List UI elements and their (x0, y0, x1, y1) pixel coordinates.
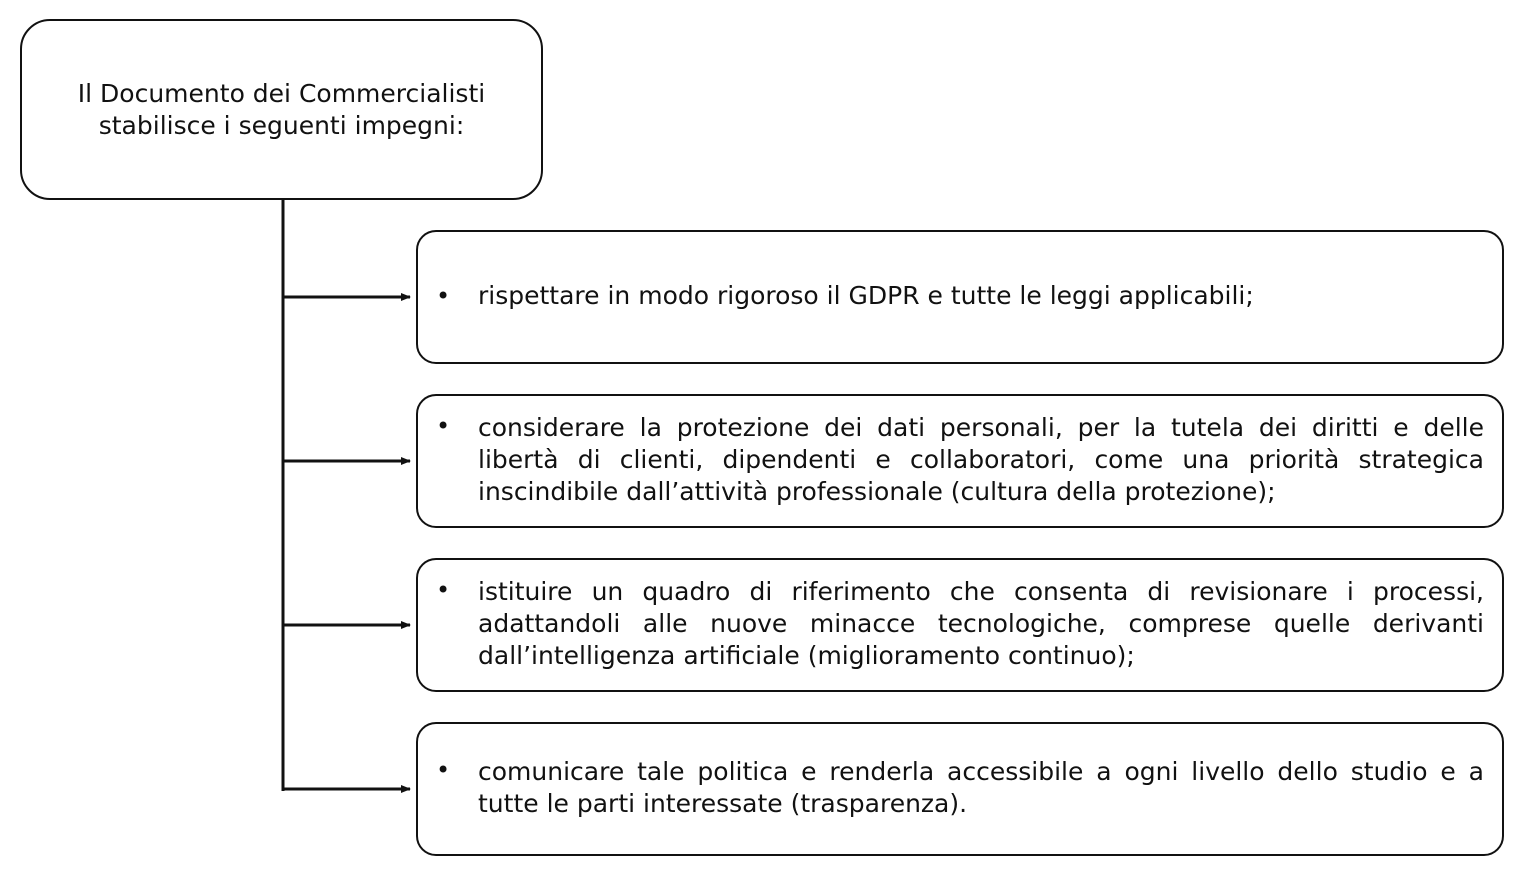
root-line-2: stabilisce i seguenti impegni: (98, 110, 465, 140)
bullet: • (436, 756, 451, 784)
item-box-4: • comunicare tale politica e renderla ac… (416, 722, 1504, 856)
item-box-2: • considerare la protezione dei dati per… (416, 394, 1504, 528)
root-box: Il Documento dei Commercialisti stabilis… (20, 19, 543, 200)
item-box-1: • rispettare in modo rigoroso il GDPR e … (416, 230, 1504, 364)
root-line-1: Il Documento dei Commercialisti (77, 78, 486, 108)
bullet: • (436, 412, 451, 440)
item-text: considerare la protezione dei dati perso… (478, 413, 1484, 506)
item-text: rispettare in modo rigoroso il GDPR e tu… (478, 281, 1254, 310)
bullet: • (436, 282, 451, 310)
item-box-3: • istituire un quadro di riferimento che… (416, 558, 1504, 692)
item-text: comunicare tale politica e renderla acce… (478, 757, 1484, 818)
item-text: istituire un quadro di riferimento che c… (478, 577, 1484, 670)
bullet: • (436, 576, 451, 604)
